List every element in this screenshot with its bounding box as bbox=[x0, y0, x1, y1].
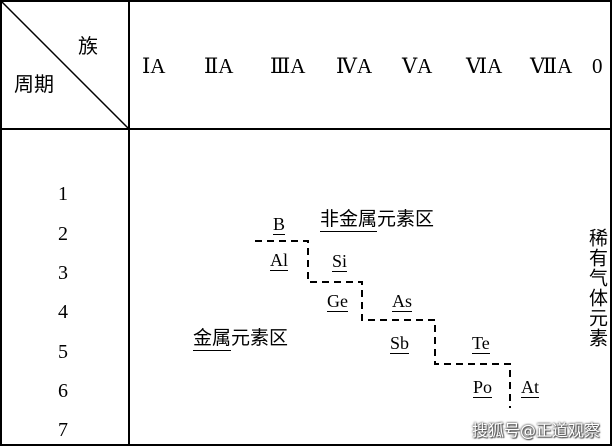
period-3: 3 bbox=[58, 262, 68, 284]
corner-period-label: 周期 bbox=[14, 72, 54, 96]
group-header-2: ⅡA bbox=[204, 54, 234, 78]
element-polonium: Po bbox=[473, 377, 493, 398]
period-4: 4 bbox=[58, 301, 68, 323]
corner-diagonal bbox=[0, 0, 130, 130]
element-germanium: Ge bbox=[327, 291, 348, 312]
group-header-5: ⅤA bbox=[402, 54, 433, 78]
element-tellurium: Te bbox=[472, 333, 490, 354]
group-header-4: ⅣA bbox=[336, 54, 373, 78]
element-silicon: Si bbox=[332, 251, 348, 272]
group-header-1: ⅠA bbox=[142, 54, 166, 78]
period-7: 7 bbox=[58, 419, 68, 441]
group-header-0: 0 bbox=[592, 54, 603, 78]
period-6: 6 bbox=[58, 380, 68, 402]
group-header-7: ⅦA bbox=[530, 54, 573, 78]
element-antimony: Sb bbox=[390, 333, 410, 354]
metal-nonmetal-boundary bbox=[255, 240, 511, 408]
element-aluminium: Al bbox=[270, 250, 288, 271]
metal-rest-text: 元素区 bbox=[231, 327, 289, 349]
nonmetal-rest-text: 元素区 bbox=[377, 208, 435, 230]
nonmetal-region-label: 非金属元素区 bbox=[320, 208, 435, 232]
noble-gas-label: 稀有气体元素 bbox=[586, 228, 608, 348]
metal-region-label: 金属元素区 bbox=[193, 327, 289, 351]
period-2: 2 bbox=[58, 223, 68, 245]
element-boron: B bbox=[273, 214, 286, 235]
period-5: 5 bbox=[58, 341, 68, 363]
group-header-3: ⅢA bbox=[270, 54, 306, 78]
corner-group-label: 族 bbox=[78, 34, 98, 58]
group-header-6: ⅥA bbox=[466, 54, 503, 78]
metal-underlined-text: 金属 bbox=[193, 327, 232, 351]
period-1: 1 bbox=[58, 183, 68, 205]
watermark-text: 搜狐号@正道观察 bbox=[472, 421, 601, 440]
nonmetal-underlined-text: 非金属 bbox=[320, 208, 378, 232]
element-astatine: At bbox=[521, 377, 539, 398]
element-arsenic: As bbox=[392, 291, 413, 312]
